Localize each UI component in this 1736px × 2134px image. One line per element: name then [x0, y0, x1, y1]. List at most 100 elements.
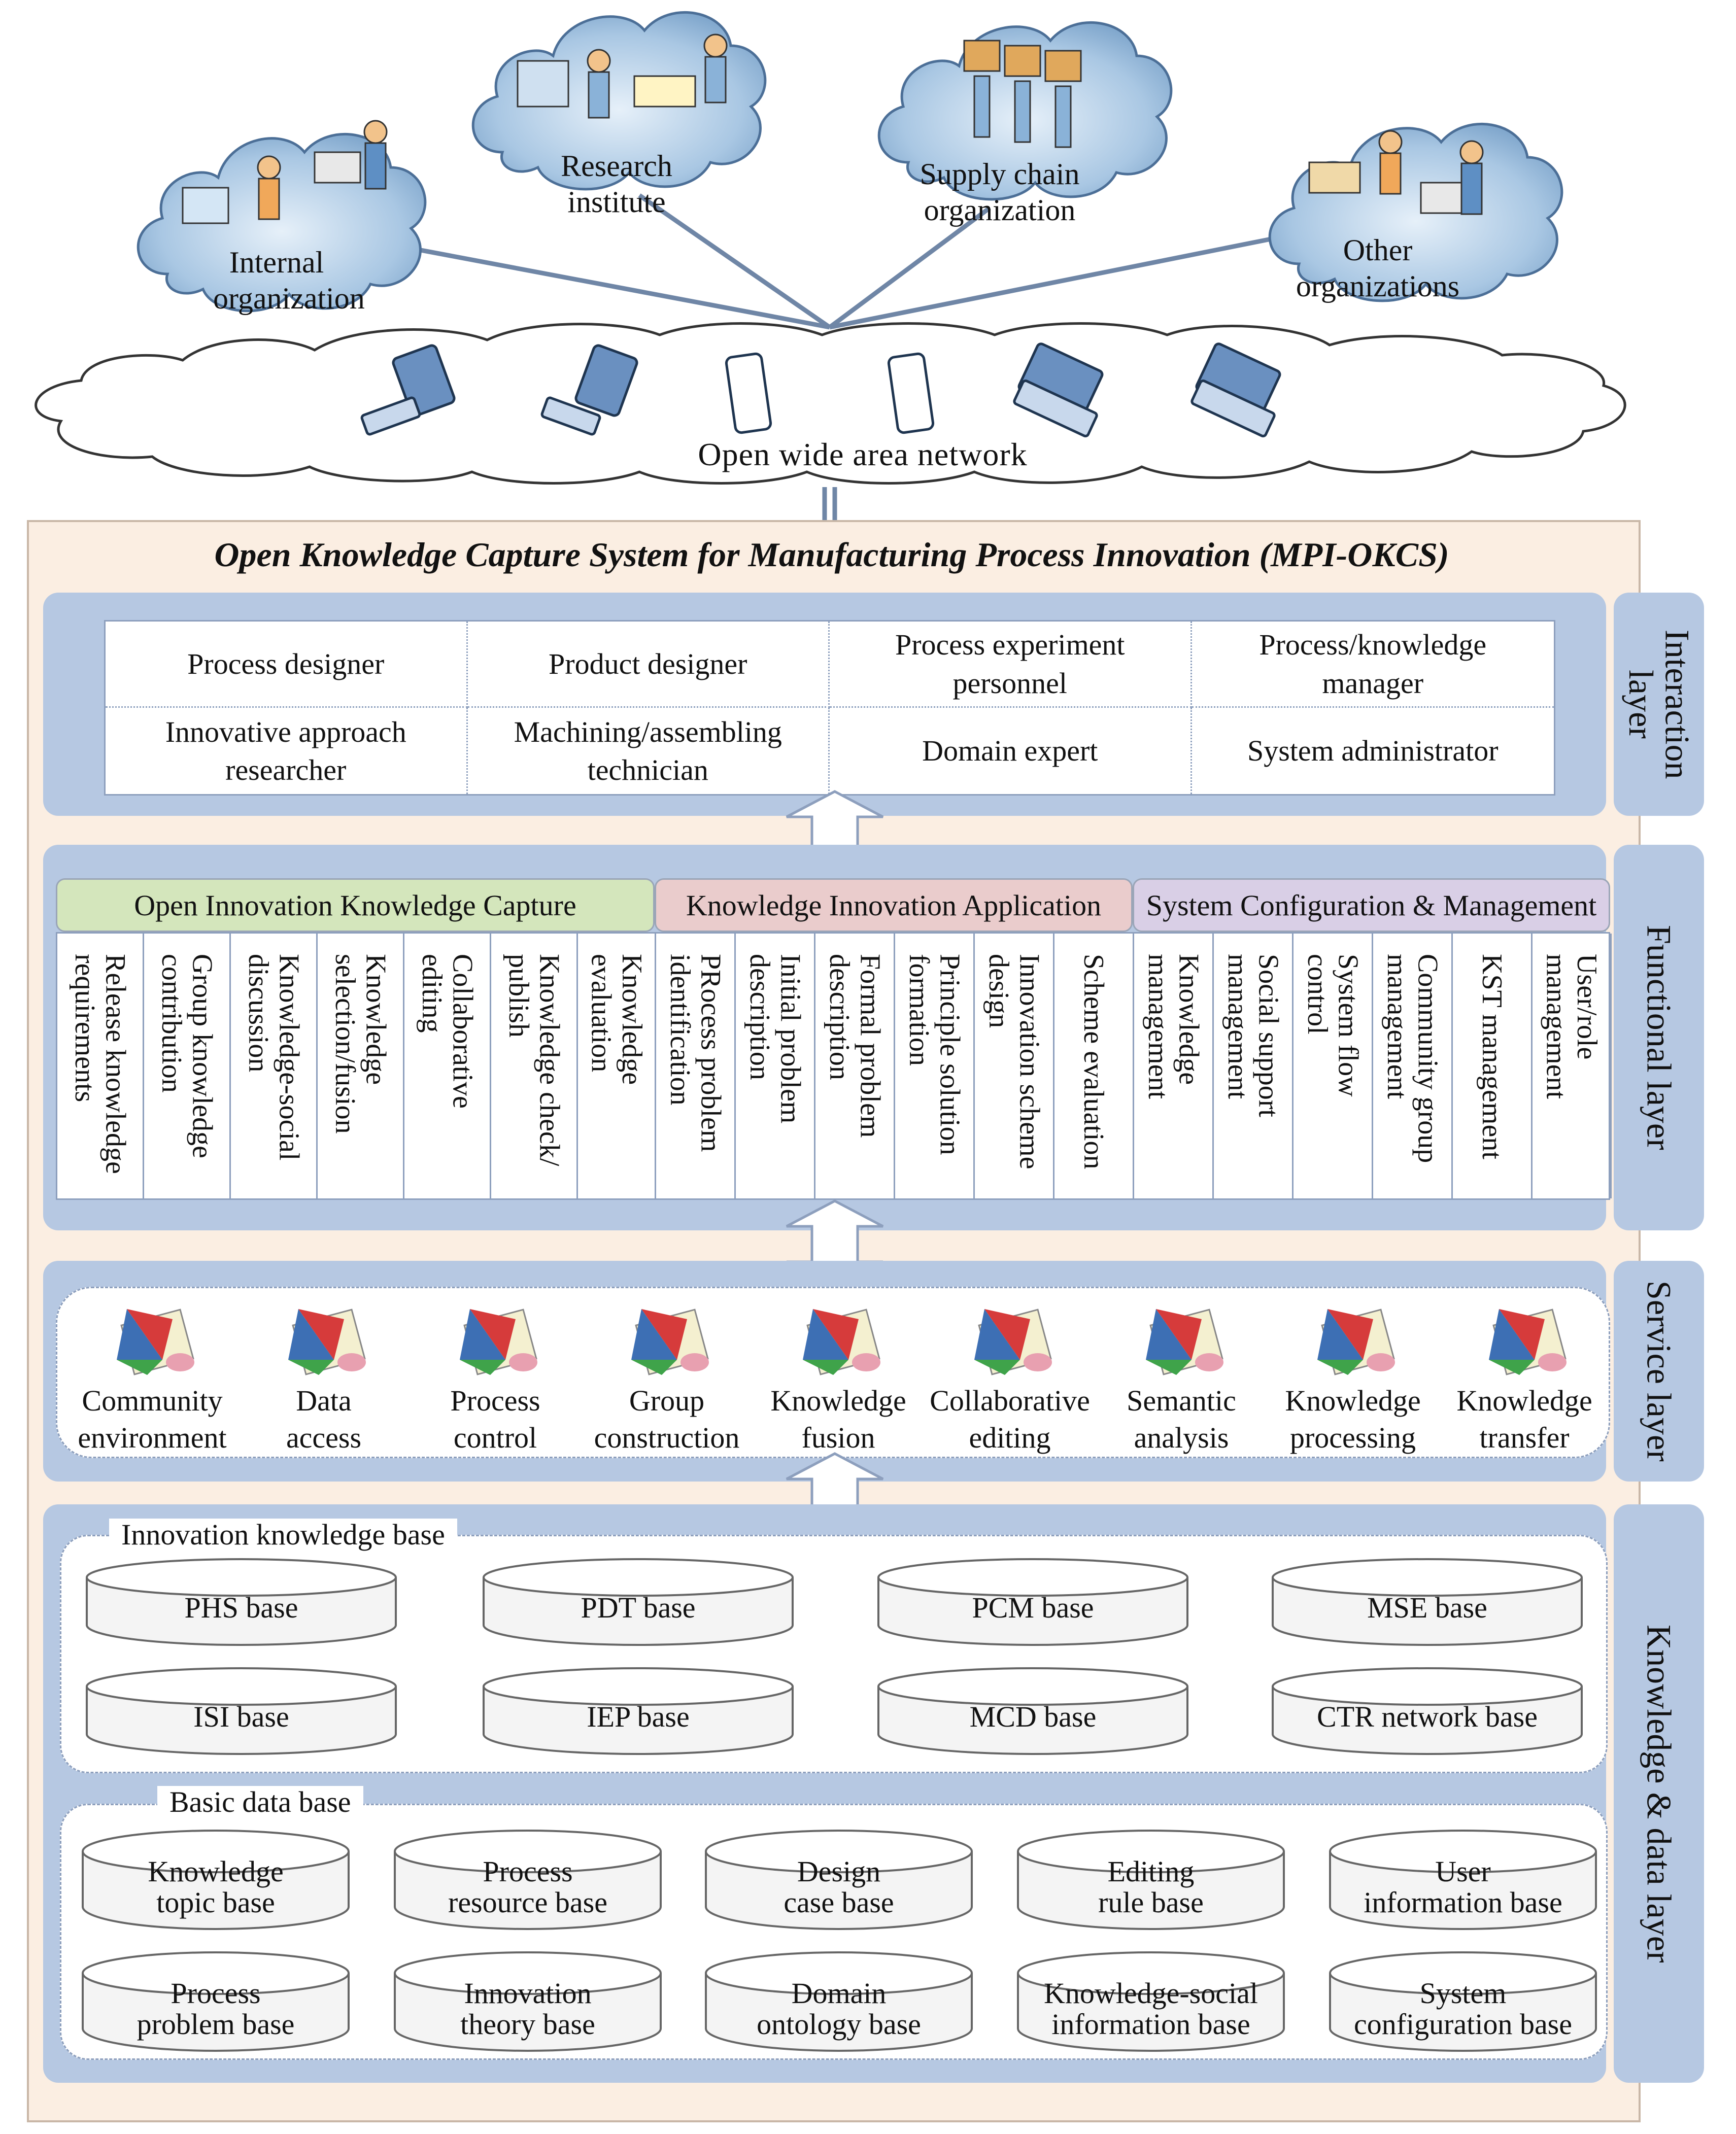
function-item-label: Knowledge management [1142, 954, 1205, 1099]
service-icon [117, 1309, 194, 1375]
role-cell: Process experiment personnel [830, 622, 1192, 708]
network-diagram [35, 11, 1626, 523]
database-label: Process problem base [137, 1977, 295, 2041]
basic-data-title: Basic data base [157, 1786, 363, 1818]
roles-grid: Process designer Product designer Proces… [104, 620, 1555, 796]
service-item: Data access [243, 1299, 405, 1456]
function-item: Social support management [1214, 934, 1294, 1198]
role-cell: Product designer [467, 622, 830, 708]
database-cylinder: Innovation theory base [393, 1951, 662, 2052]
function-item-label: Release knowledge requirements [69, 954, 131, 1174]
functional-layer-tab [1614, 845, 1704, 1230]
database-label: Design case base [784, 1855, 894, 1919]
service-item: Community environment [71, 1299, 233, 1456]
function-item-label: Principle solution formation [903, 954, 966, 1155]
role-cell: Machining/assembling technician [468, 708, 830, 794]
database-cylinder: System configuration base [1329, 1951, 1597, 2052]
service-icon [1317, 1309, 1395, 1375]
role-cell: System administrator [1247, 734, 1499, 768]
function-item-label: Social support management [1222, 954, 1284, 1117]
database-label: Knowledge topic base [148, 1855, 284, 1919]
database-label: CTR network base [1317, 1700, 1538, 1733]
database-icon [483, 1667, 794, 1755]
database-icon [394, 1951, 662, 2052]
role-cell: Process designer [106, 622, 468, 708]
desktop-icon [540, 344, 638, 436]
service-icon [288, 1309, 366, 1375]
service-layer-label: Service layer [1640, 1281, 1679, 1462]
role-cell: Process/knowledge manager [1192, 622, 1554, 708]
function-item-label: Initial problem description [744, 954, 806, 1124]
connection-lines [385, 193, 1274, 523]
database-label: System configuration base [1353, 1977, 1572, 2041]
function-item: KST management [1453, 934, 1533, 1198]
service-icon [974, 1309, 1052, 1375]
database-label: MCD base [969, 1700, 1097, 1733]
database-cylinder: Knowledge topic base [81, 1829, 350, 1931]
database-icon [705, 1951, 973, 2052]
function-item: Scheme evaluation [1054, 934, 1134, 1198]
database-label: User information base [1364, 1855, 1562, 1919]
wan-label: Open wide area network [698, 436, 1028, 472]
database-icon [483, 1558, 794, 1646]
database-icon [705, 1830, 973, 1930]
database-label: PHS base [184, 1591, 298, 1624]
function-item-label: Collaborative editing [416, 954, 479, 1109]
database-cylinder: MSE base [1271, 1558, 1583, 1646]
database-cylinder: ISI base [85, 1667, 397, 1756]
function-item: Knowledge evaluation [578, 934, 656, 1198]
database-icon [82, 1830, 350, 1930]
org-label-supply: Supply chain organization [920, 157, 1080, 227]
database-label: Knowledge-social information base [1044, 1977, 1258, 2041]
function-item-label: Knowledge selection/fusion [329, 954, 392, 1134]
interaction-layer-label: Interaction layer [1622, 629, 1697, 779]
database-label: ISI base [193, 1700, 289, 1733]
database-label: IEP base [587, 1700, 690, 1733]
service-item: Knowledge processing [1272, 1299, 1434, 1456]
database-cylinder: PCM base [877, 1558, 1189, 1646]
function-item-label: KST management [1476, 954, 1508, 1159]
function-item: Formal problem description [815, 934, 895, 1198]
database-icon [1017, 1830, 1285, 1930]
database-cylinder: Design case base [704, 1829, 973, 1931]
function-item-label: Community group management [1381, 954, 1444, 1163]
function-item: Initial problem description [736, 934, 815, 1198]
database-icon [1272, 1558, 1583, 1646]
service-label: Collaborative editing [930, 1384, 1090, 1454]
service-label: Semantic analysis [1127, 1384, 1236, 1454]
function-item: Community group management [1373, 934, 1453, 1198]
functional-layer-label: Functional layer [1640, 925, 1679, 1150]
function-item-label: Knowledge check/ publish [503, 954, 565, 1166]
knowledge-layer-label: Knowledge & data layer [1640, 1624, 1679, 1963]
database-icon [86, 1667, 397, 1755]
service-label: Knowledge processing [1285, 1384, 1421, 1454]
group-header-open-innovation: Open Innovation Knowledge Capture [56, 878, 655, 932]
laptop-icon [1190, 342, 1281, 437]
role-cell: Innovative approach researcher [106, 708, 468, 794]
service-item: Knowledge transfer [1443, 1299, 1606, 1456]
function-item: System flow control [1294, 934, 1373, 1198]
database-icon [877, 1667, 1188, 1755]
function-item-label: PRocess problem identification [664, 954, 727, 1152]
function-item: Knowledge selection/fusion [318, 934, 404, 1198]
innovation-knowledge-title: Innovation knowledge base [109, 1519, 457, 1551]
service-item: Group construction [586, 1299, 748, 1456]
database-label: MSE base [1367, 1591, 1487, 1624]
function-item-label: Group knowledge contribution [156, 954, 218, 1158]
service-item: Collaborative editing [929, 1299, 1091, 1456]
function-item-label: Knowledge evaluation [585, 954, 648, 1085]
database-cylinder: PHS base [85, 1558, 397, 1646]
function-item-label: User/role management [1540, 954, 1603, 1099]
function-item-label: System flow control [1302, 954, 1364, 1097]
database-icon [1272, 1667, 1583, 1755]
desktop-icon [360, 344, 456, 436]
database-cylinder: CTR network base [1271, 1667, 1583, 1756]
database-cylinder: Knowledge-social information base [1016, 1951, 1285, 2052]
service-icon [631, 1309, 709, 1375]
service-label: Process control [450, 1384, 540, 1454]
database-icon [86, 1558, 397, 1646]
service-item: Semantic analysis [1100, 1299, 1263, 1456]
service-layer-tab [1614, 1261, 1704, 1482]
function-item: Knowledge management [1134, 934, 1214, 1198]
people-icons [182, 33, 1484, 224]
